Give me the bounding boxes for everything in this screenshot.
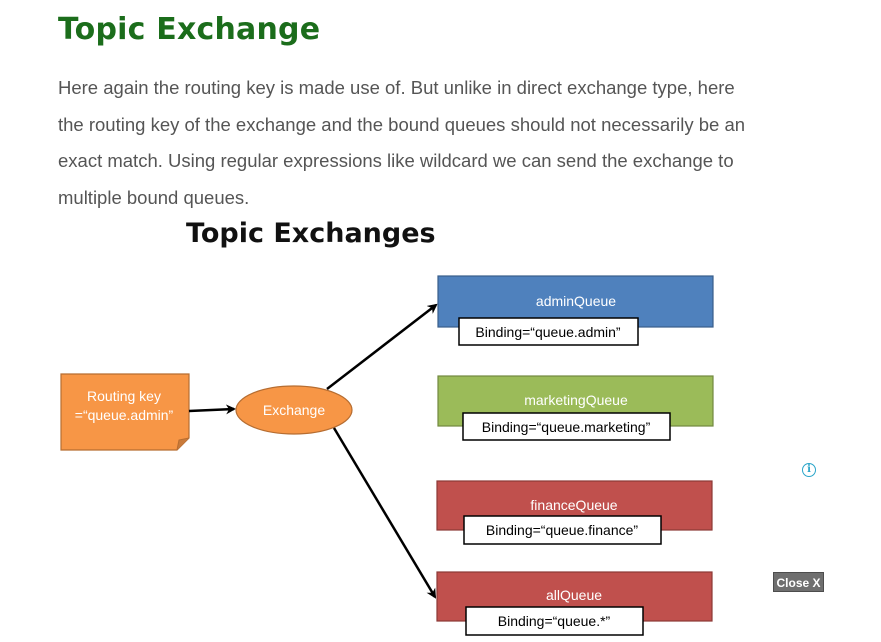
queue-finance-label: financeQueue bbox=[530, 497, 617, 513]
exchange-label: Exchange bbox=[263, 402, 325, 418]
queue-all: allQueue Binding=“queue.*” bbox=[436, 571, 713, 636]
queue-admin: adminQueue Binding=“queue.admin” bbox=[437, 275, 714, 346]
binding-marketing-box bbox=[462, 412, 671, 441]
arrow-key-to-exchange bbox=[188, 404, 236, 415]
binding-all-box bbox=[465, 606, 644, 636]
queue-marketing: marketingQueue Binding=“queue.marketing” bbox=[437, 375, 714, 441]
page-heading: Topic Exchange bbox=[58, 12, 321, 47]
routing-key-label: Routing key bbox=[87, 388, 161, 404]
arrow-exchange-to-admin bbox=[326, 303, 438, 390]
arrow-exchange-to-all bbox=[332, 427, 437, 599]
intro-paragraph: Here again the routing key is made use o… bbox=[58, 77, 746, 208]
exchange-node: Exchange bbox=[235, 385, 353, 435]
binding-admin-box bbox=[458, 317, 639, 346]
routing-key-node: Routing key =“queue.admin” bbox=[60, 373, 190, 451]
queue-marketing-label: marketingQueue bbox=[524, 392, 628, 408]
close-ad-button[interactable]: Close X bbox=[773, 572, 824, 592]
binding-finance-box bbox=[463, 515, 662, 545]
binding-admin-label: Binding=“queue.admin” bbox=[475, 324, 620, 340]
binding-all-label: Binding=“queue.*” bbox=[498, 613, 611, 629]
queue-admin-label: adminQueue bbox=[536, 293, 616, 309]
queue-all-label: allQueue bbox=[546, 587, 602, 603]
info-icon-glyph: i bbox=[807, 464, 811, 475]
info-icon[interactable]: i bbox=[802, 463, 816, 477]
queue-finance: financeQueue Binding=“queue.finance” bbox=[436, 480, 713, 545]
diagram-title: Topic Exchanges bbox=[186, 218, 436, 249]
binding-finance-label: Binding=“queue.finance” bbox=[486, 522, 639, 538]
routing-key-value: =“queue.admin” bbox=[75, 407, 174, 423]
binding-marketing-label: Binding=“queue.marketing” bbox=[482, 419, 651, 435]
